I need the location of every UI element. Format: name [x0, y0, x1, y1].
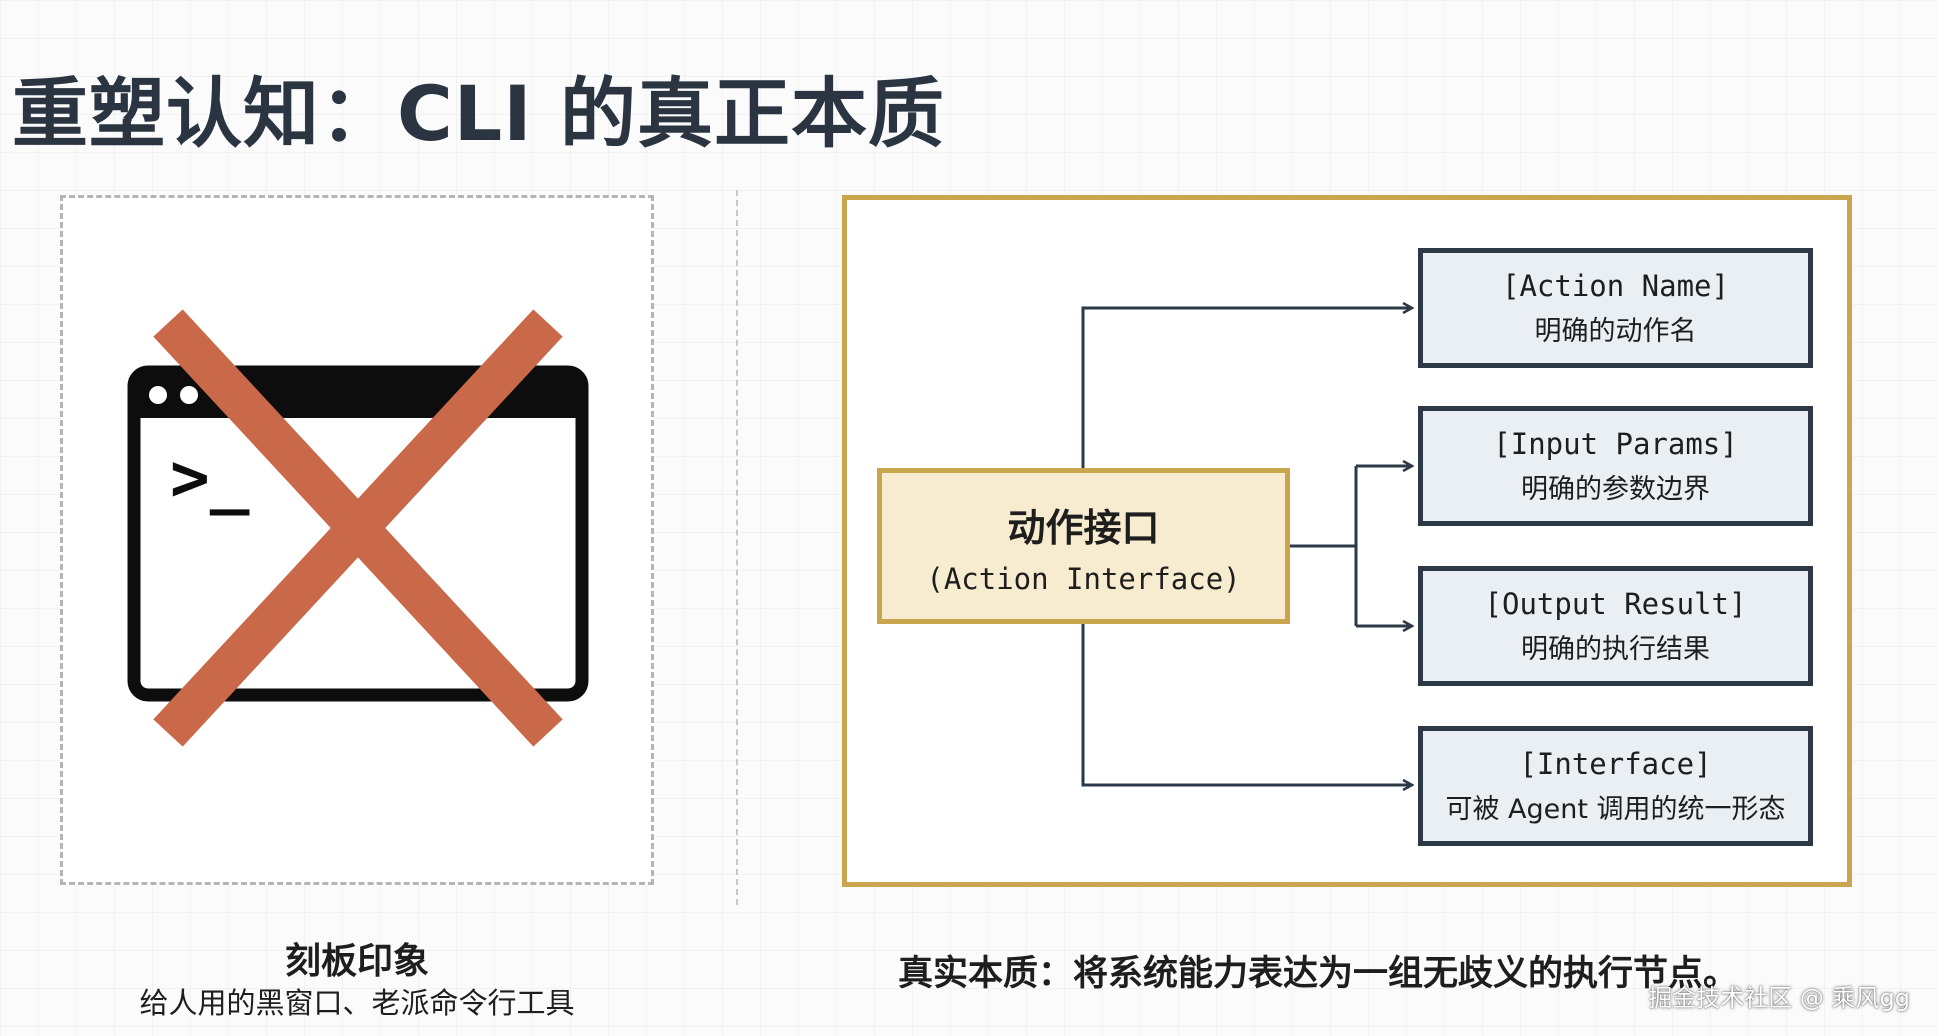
window-dot-icon	[180, 386, 198, 404]
node-code: [Output Result]	[1484, 586, 1747, 621]
node-code: [Interface]	[1519, 746, 1712, 781]
stereotype-caption-subtitle: 给人用的黑窗口、老派命令行工具	[139, 986, 575, 1020]
action-interface-box: 动作接口 (Action Interface)	[877, 468, 1290, 624]
node-desc: 明确的参数边界	[1521, 473, 1710, 505]
window-dot-icon	[149, 386, 167, 404]
node-code: [Input Params]	[1493, 426, 1738, 461]
cross-icon	[153, 309, 563, 747]
center-subtitle: (Action Interface)	[926, 561, 1241, 596]
center-title: 动作接口	[1007, 505, 1160, 550]
essence-caption: 真实本质：将系统能力表达为一组无歧义的执行节点。	[898, 954, 1739, 994]
connector-action-name	[1081, 308, 1412, 468]
node-interface: [Interface] 可被 Agent 调用的统一形态	[1418, 726, 1813, 846]
node-action-name: [Action Name] 明确的动作名	[1418, 248, 1813, 368]
node-desc: 明确的执行结果	[1521, 633, 1710, 665]
node-output-result: [Output Result] 明确的执行结果	[1418, 566, 1813, 686]
node-desc: 可被 Agent 调用的统一形态	[1445, 793, 1786, 825]
node-code: [Action Name]	[1502, 268, 1729, 303]
panel-divider	[736, 190, 738, 905]
watermark: 掘金技术社区 @ 乘风gg	[1648, 984, 1910, 1012]
node-desc: 明确的动作名	[1534, 315, 1697, 347]
node-input-params: [Input Params] 明确的参数边界	[1418, 406, 1813, 526]
page-title: 重塑认知：CLI 的真正本质	[12, 69, 945, 158]
connector-interface	[1081, 624, 1412, 785]
stereotype-caption-title: 刻板印象	[284, 941, 429, 982]
terminal-prompt: >_	[170, 439, 250, 516]
